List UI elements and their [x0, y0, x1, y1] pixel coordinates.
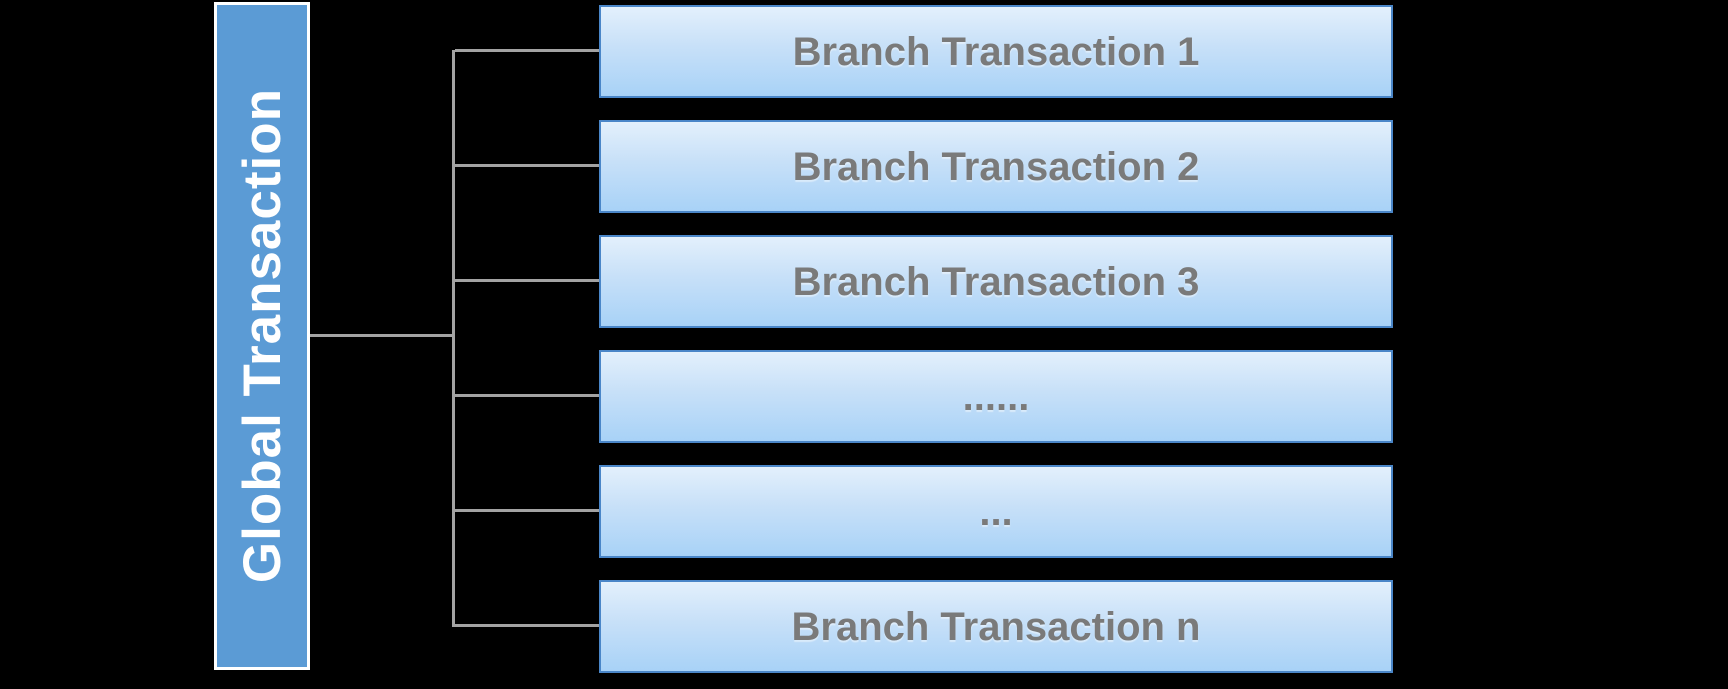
global-transaction-label: Global Transaction	[232, 88, 292, 584]
branch-transaction-label-n: Branch Transaction n	[791, 604, 1201, 649]
global-transaction-box: Global Transaction	[214, 2, 310, 670]
connector-branch-line-3	[455, 279, 599, 282]
branch-transaction-label-3: Branch Transaction 3	[792, 259, 1200, 304]
branch-transaction-box-ellipsis-short: ...	[599, 465, 1393, 558]
branch-transaction-label-ellipsis: ......	[962, 374, 1030, 419]
connector-branch-line-5	[455, 509, 599, 512]
branch-transaction-box-ellipsis: ......	[599, 350, 1393, 443]
branch-transaction-label-1: Branch Transaction 1	[792, 29, 1200, 74]
branch-transaction-box-n: Branch Transaction n	[599, 580, 1393, 673]
connector-trunk-line	[452, 50, 455, 627]
branch-transaction-box-1: Branch Transaction 1	[599, 5, 1393, 98]
branch-transaction-label-ellipsis-short: ...	[979, 489, 1013, 534]
connector-branch-line-4	[455, 394, 599, 397]
branch-transaction-label-2: Branch Transaction 2	[792, 144, 1200, 189]
branch-transaction-box-2: Branch Transaction 2	[599, 120, 1393, 213]
connector-branch-line-6	[455, 624, 599, 627]
connector-branch-line-1	[455, 49, 599, 52]
branch-transaction-box-3: Branch Transaction 3	[599, 235, 1393, 328]
connector-stem-line	[310, 334, 454, 337]
connector-branch-line-2	[455, 164, 599, 167]
